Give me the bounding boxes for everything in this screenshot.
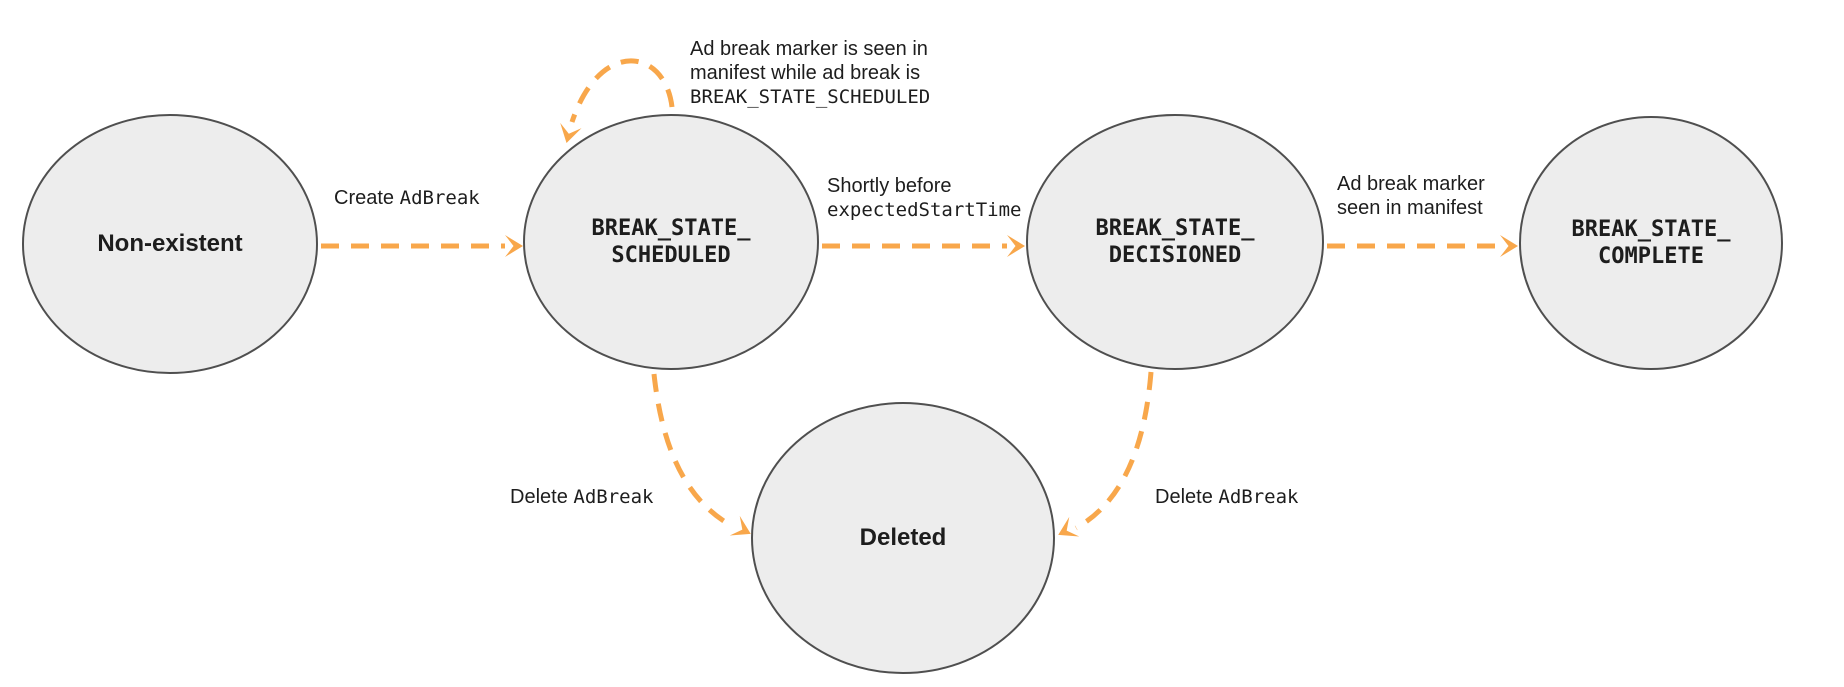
state-label-line: BREAK_STATE_ xyxy=(591,216,751,241)
state-label-break-state-decisioned: BREAK_STATE_ DECISIONED xyxy=(1096,215,1255,269)
state-label-line: SCHEDULED xyxy=(611,243,731,268)
transition-label-code: AdBreak xyxy=(399,187,480,209)
state-label-line: DECISIONED xyxy=(1108,243,1242,268)
state-circle-deleted xyxy=(751,402,1055,674)
arrowhead-marker-seen xyxy=(1500,235,1518,257)
transition-label-line: seen in manifest xyxy=(1337,197,1483,219)
state-label-break-state-complete: BREAK_STATE_ COMPLETE xyxy=(1572,216,1731,270)
arrowhead-create-adbreak xyxy=(505,235,523,257)
state-circle-break-state-scheduled xyxy=(523,114,819,370)
transition-label-line: Ad break marker xyxy=(1337,173,1485,195)
state-circle-non-existent xyxy=(22,114,318,374)
arrowhead-delete-from-decisioned xyxy=(1058,516,1080,537)
arrowhead-scheduled-self-loop xyxy=(560,122,582,143)
transition-label-code: expectedStartTime xyxy=(827,199,1022,221)
transition-arrow-scheduled-self-loop xyxy=(569,58,675,123)
transition-arrow-delete-from-scheduled xyxy=(651,373,736,530)
state-label-deleted: Deleted xyxy=(859,524,947,551)
state-circle-break-state-decisioned xyxy=(1026,114,1324,370)
transition-label-marker-seen: Ad break marker seen in manifest xyxy=(1337,172,1485,220)
transition-label-scheduled-self-loop: Ad break marker is seen in manifest whil… xyxy=(690,37,930,109)
state-label-line: COMPLETE xyxy=(1598,244,1704,269)
transition-label-code: AdBreak xyxy=(573,486,654,508)
transition-label-text: Create xyxy=(334,187,395,209)
state-label-line: BREAK_STATE_ xyxy=(1095,216,1255,241)
arrowhead-delete-from-scheduled xyxy=(729,515,751,536)
transition-label-text: Delete xyxy=(1155,486,1213,508)
arrowhead-shortly-before xyxy=(1007,235,1025,257)
transition-label-line: manifest while ad break is xyxy=(690,62,921,84)
transition-arrow-delete-from-decisioned xyxy=(1074,371,1154,531)
state-label-non-existent: Non-existent xyxy=(97,230,243,257)
transition-label-code: AdBreak xyxy=(1218,486,1299,508)
transition-label-line: Ad break marker is seen in xyxy=(690,38,928,60)
transition-label-shortly-before: Shortly before expectedStartTime xyxy=(827,174,1021,222)
state-label-line: BREAK_STATE_ xyxy=(1571,217,1731,242)
transition-label-line: Shortly before xyxy=(827,175,952,197)
state-circle-break-state-complete xyxy=(1519,116,1783,370)
transition-label-text: Delete xyxy=(510,486,568,508)
state-label-break-state-scheduled: BREAK_STATE_ SCHEDULED xyxy=(592,215,751,269)
transition-label-code: BREAK_STATE_SCHEDULED xyxy=(690,86,931,108)
